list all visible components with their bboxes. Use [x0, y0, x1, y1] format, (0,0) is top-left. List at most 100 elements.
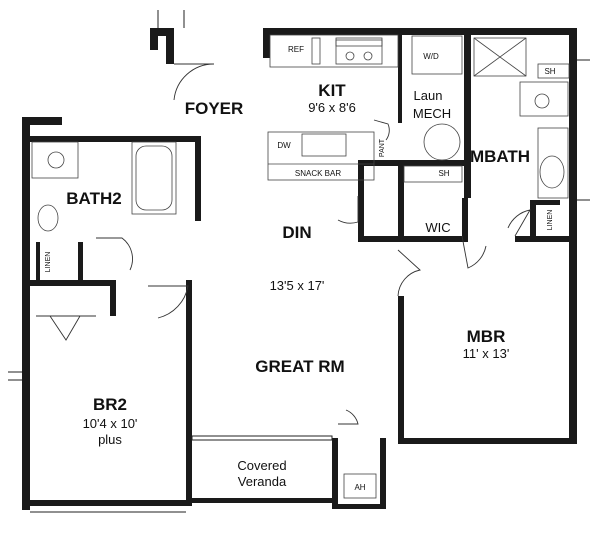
wall-segment [110, 280, 116, 316]
ah-label: AH [354, 483, 365, 492]
wall-segment [186, 280, 192, 500]
wall-segment [30, 136, 195, 142]
laundry-label: Laun [414, 88, 443, 103]
wall-segment [195, 136, 201, 221]
wall-segment [263, 28, 270, 58]
wall-segment [192, 498, 332, 503]
mbr-size: 11' x 13' [463, 346, 510, 361]
kitchen-label: KIT [318, 81, 346, 100]
snack-bar-label: SNACK BAR [295, 169, 341, 178]
br2-closet-doors [36, 315, 96, 341]
wic-label: WIC [425, 220, 450, 235]
linen-label-mbr: LINEN [547, 210, 554, 231]
dining-label: DIN [282, 223, 311, 242]
wall-segment [462, 198, 468, 242]
bath2-vanity [31, 141, 79, 179]
sink-icon [534, 93, 550, 109]
bath2-label: BATH2 [66, 189, 121, 208]
mbr-label: MBR [467, 327, 506, 346]
shower-diagonal [473, 37, 527, 77]
wall-segment [398, 35, 402, 123]
wic-shelf [403, 165, 463, 183]
wall-segment [380, 438, 386, 508]
washer-dryer [411, 35, 463, 75]
counter-divider [311, 37, 321, 65]
kitchen-size: 9'6 x 8'6 [308, 100, 356, 115]
shower [473, 37, 527, 77]
vanity [519, 81, 569, 117]
mech-label: MECH [413, 106, 451, 121]
doors [36, 63, 531, 425]
wall-segment [22, 500, 192, 506]
wall-segment [358, 166, 364, 241]
kitchen-island [267, 131, 375, 181]
wall-segment [30, 280, 80, 285]
wall-segment [22, 117, 62, 125]
br2-note: plus [98, 432, 122, 447]
wall-segment [36, 242, 40, 282]
wall-segment [150, 28, 158, 50]
walls [22, 28, 577, 510]
br2-label: BR2 [93, 395, 127, 414]
mbath-label: MBATH [470, 147, 530, 166]
bath2-door [96, 237, 133, 271]
wall-segment [358, 236, 398, 242]
wall-segment [358, 160, 468, 166]
entry-door [173, 63, 215, 101]
range [335, 37, 383, 65]
veranda-label-line1: Covered [237, 458, 286, 473]
sh-label-mbath: SH [544, 67, 555, 76]
labels: FOYER KIT 9'6 x 8'6 Laun MECH MBATH BATH… [45, 45, 556, 492]
wall-segment [263, 28, 468, 35]
mbath-door [507, 209, 531, 237]
din-closet-door [337, 196, 359, 224]
br2-door [148, 285, 189, 319]
pant-label: PANT [379, 138, 386, 157]
range-back [335, 39, 383, 47]
tub-basin [135, 145, 173, 211]
mbath-counter [537, 127, 569, 199]
wall-segment [22, 117, 30, 510]
wic-door [461, 235, 487, 269]
wall-segment [404, 236, 462, 242]
sink-icon [47, 151, 65, 169]
wall-segment [150, 28, 174, 36]
linen-label-bath2: LINEN [45, 252, 52, 273]
foyer-label: FOYER [185, 99, 244, 118]
mbr-door [397, 249, 421, 297]
window [191, 435, 333, 441]
wall-segment [464, 28, 569, 35]
great-room-label: GREAT RM [255, 357, 344, 376]
sh-box [537, 63, 570, 79]
wall-segment [530, 200, 560, 205]
sink-icon [301, 133, 347, 157]
windows [8, 10, 590, 513]
great-room-size: 13'5 x 17' [270, 278, 325, 293]
ref-label: REF [288, 45, 304, 54]
veranda-door [338, 409, 359, 425]
wall-segment [569, 28, 577, 440]
br2-size: 10'4 x 10' [83, 416, 138, 431]
wall-segment [78, 242, 83, 282]
wall-segment [464, 28, 471, 198]
wall-segment [404, 438, 577, 444]
wall-segment [332, 504, 386, 509]
wall-segment [530, 200, 536, 240]
wall-segment [515, 236, 569, 242]
wall-segment [332, 438, 338, 504]
toilet-icon [37, 204, 59, 232]
wd-label: W/D [423, 52, 439, 61]
wall-segment [398, 160, 404, 242]
burner-icon [363, 51, 373, 61]
dw-label: DW [277, 141, 291, 150]
wall-segment [166, 36, 174, 64]
water-heater-icon [423, 123, 461, 161]
bathtub [131, 141, 177, 215]
kitchen-counter [269, 34, 399, 68]
ah-closet [343, 473, 377, 499]
wall-segment [398, 296, 404, 444]
burner-icon [345, 51, 355, 61]
fixtures [31, 34, 570, 499]
veranda-label-line2: Veranda [238, 474, 287, 489]
